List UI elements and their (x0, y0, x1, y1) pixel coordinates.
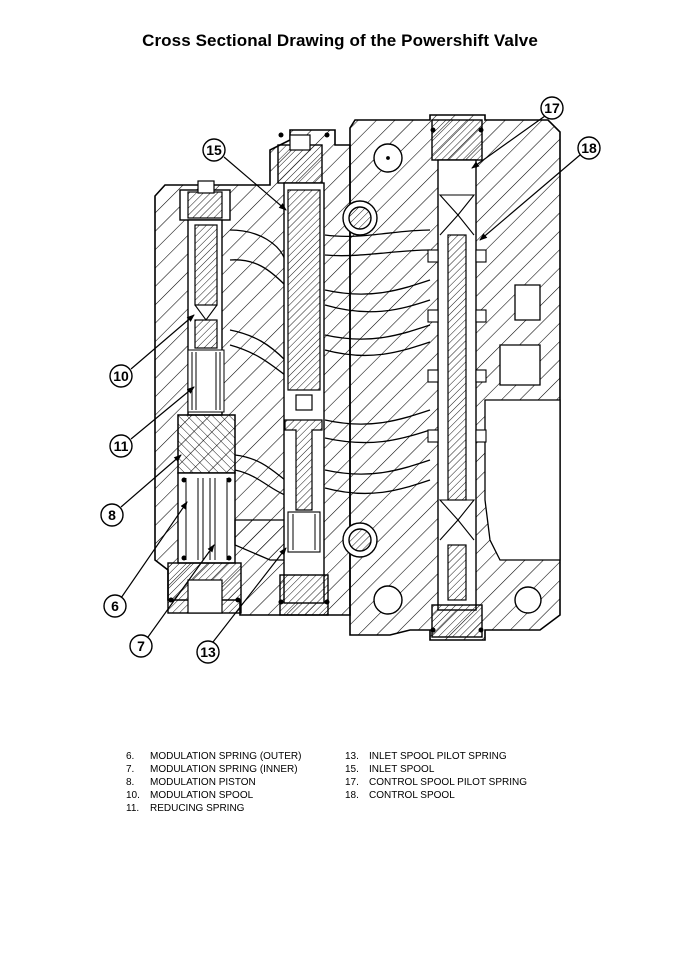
legend-item: 8.MODULATION PISTON (126, 777, 256, 788)
legend-item: 17.CONTROL SPOOL PILOT SPRING (345, 777, 527, 788)
callout-11: 11 (109, 434, 133, 458)
callout-leaders (120, 115, 581, 643)
legend-item: 13.INLET SPOOL PILOT SPRING (345, 751, 507, 762)
legend-item: 6.MODULATION SPRING (OUTER) (126, 751, 302, 762)
svg-text:11: 11 (114, 438, 129, 454)
legend-item: 18.CONTROL SPOOL (345, 790, 455, 801)
page-title: Cross Sectional Drawing of the Powershif… (142, 31, 538, 50)
callout-10: 10 (109, 364, 133, 388)
svg-text:13: 13 (200, 644, 216, 660)
svg-text:6: 6 (111, 598, 119, 614)
svg-text:7: 7 (137, 638, 145, 654)
svg-text:17: 17 (544, 100, 560, 116)
svg-text:10: 10 (113, 368, 129, 384)
svg-text:18: 18 (581, 140, 597, 156)
legend-item: 7.MODULATION SPRING (INNER) (126, 764, 298, 775)
inlet-bore (277, 132, 330, 616)
callout-6: 6 (103, 594, 127, 618)
callout-18: 18 (577, 136, 601, 160)
modulation-bore (167, 180, 286, 614)
legend-right: 13.INLET SPOOL PILOT SPRING 15.INLET SPO… (345, 750, 527, 802)
svg-text:15: 15 (206, 142, 222, 158)
callout-8: 8 (100, 503, 124, 527)
control-bore (427, 119, 487, 638)
callout-15: 15 (202, 138, 226, 162)
legend-item: 15.INLET SPOOL (345, 764, 435, 775)
callout-17: 17 (540, 96, 564, 120)
callout-7: 7 (129, 634, 153, 658)
svg-text:8: 8 (108, 507, 116, 523)
fluid-passages (229, 229, 431, 496)
legend-left: 6.MODULATION SPRING (OUTER) 7.MODULATION… (126, 750, 301, 815)
callout-13: 13 (196, 640, 220, 664)
legend-item: 11.REDUCING SPRING (126, 803, 245, 814)
check-valves (342, 143, 542, 615)
legend-item: 10.MODULATION SPOOL (126, 790, 254, 801)
